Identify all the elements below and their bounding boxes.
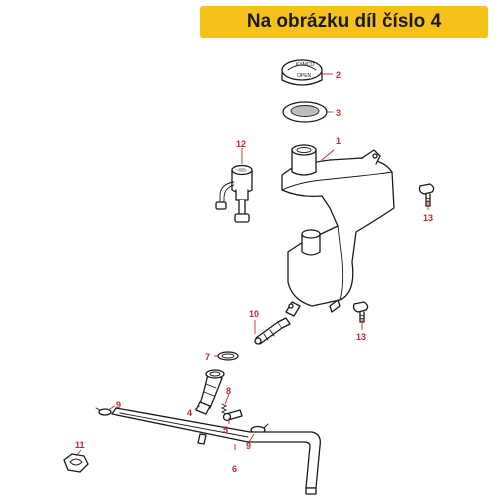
callout-leaders <box>75 73 429 457</box>
callout-labels: 1 2 3 4 5 6 7 8 9 9 10 11 12 13 13 <box>75 70 433 474</box>
spring-pin[interactable] <box>220 403 228 415</box>
part-highlight-banner: Na obrázku díl číslo 4 <box>200 6 488 38</box>
elbow-hose[interactable] <box>195 369 225 415</box>
callout-13-upper: 13 <box>423 213 433 223</box>
clip-left[interactable] <box>95 407 112 416</box>
mounting-bolt-upper[interactable] <box>418 183 435 207</box>
callout-2: 2 <box>336 70 341 80</box>
callout-5: 5 <box>223 425 228 435</box>
callout-10: 10 <box>249 309 259 319</box>
callout-7: 7 <box>205 352 210 362</box>
long-hose[interactable] <box>111 407 321 495</box>
mounting-bolt-lower[interactable] <box>352 301 369 323</box>
callout-12: 12 <box>236 139 246 149</box>
callout-11: 11 <box>75 440 85 450</box>
callout-9-left: 9 <box>116 400 121 410</box>
reservoir-tank[interactable] <box>281 144 395 317</box>
cap-lettering-bottom: OPEN <box>297 73 312 79</box>
hose-clamp[interactable] <box>217 351 239 361</box>
filler-cap[interactable]: KYMCO OPEN <box>281 59 323 86</box>
cap-lettering-top: KYMCO <box>296 62 314 68</box>
cap-seal[interactable] <box>282 101 328 123</box>
hose-bracket[interactable] <box>63 453 89 473</box>
connector-pipe[interactable] <box>254 317 291 345</box>
callout-9-right: 9 <box>246 441 251 451</box>
hose-fitting[interactable] <box>222 409 243 422</box>
callout-4: 4 <box>187 408 192 418</box>
callout-1: 1 <box>336 136 341 146</box>
callout-6: 6 <box>232 464 237 474</box>
callout-13-lower: 13 <box>356 332 366 342</box>
level-sensor[interactable] <box>215 164 253 223</box>
callout-3: 3 <box>336 108 341 118</box>
callout-8: 8 <box>226 386 231 396</box>
